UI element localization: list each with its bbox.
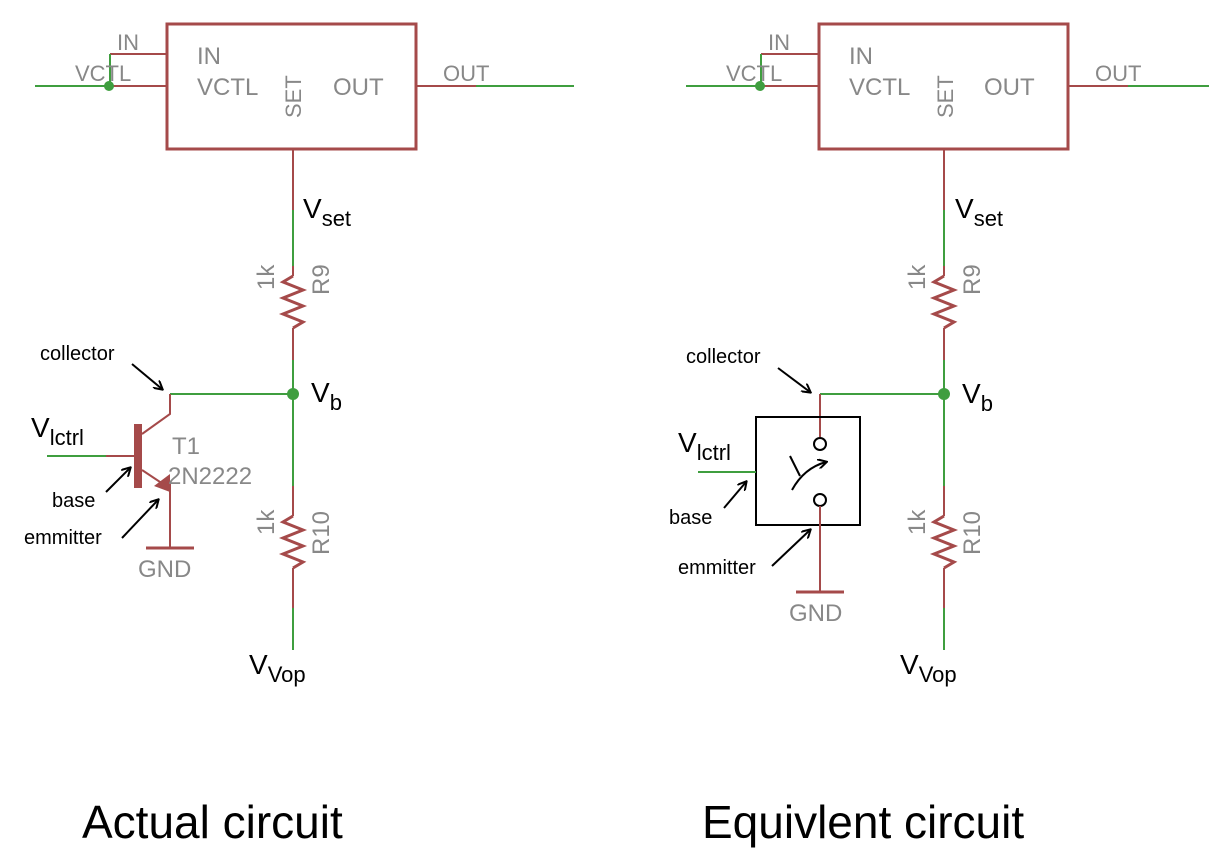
vctl-wire (35, 54, 111, 87)
net-in-label: IN (117, 30, 139, 55)
r9-name-label: R9 (308, 264, 335, 295)
vctl2-junction (755, 81, 765, 91)
emmitter2-arrow (771, 530, 810, 567)
caption-actual-circuit: Actual circuit (82, 796, 343, 848)
vb2-label: Vb (962, 378, 993, 416)
r10-value-label: 1k (253, 509, 280, 535)
vctl-junction (104, 81, 114, 91)
collector-annotation: collector (40, 343, 115, 365)
collector2-annotation: collector (686, 346, 761, 368)
emitter-arrow (154, 474, 170, 492)
r9-2-name-label: R9 (959, 264, 986, 295)
emmitter-annotation: emmitter (24, 527, 102, 549)
r10-name-label: R10 (308, 511, 335, 555)
base-arrow (105, 468, 130, 493)
switch-contact-bottom (813, 493, 827, 507)
switch-contact-top (813, 437, 827, 451)
ic2-pin-vctl-label: VCTL (849, 74, 910, 101)
net2-vctl-label: VCTL (726, 61, 782, 86)
vset2-label: Vset (955, 193, 1003, 231)
switch-lever (791, 462, 826, 491)
vb-junction (287, 388, 299, 400)
ic2-left-pins (761, 53, 819, 87)
r10-2-value-label: 1k (904, 509, 931, 535)
gnd-label: GND (138, 556, 191, 583)
vb2-junction (938, 388, 950, 400)
t1-name-label: T1 (172, 433, 200, 460)
r9-resistor-2 (929, 274, 959, 330)
vlctrl-label: Vlctrl (31, 412, 84, 450)
collector-arrow (131, 363, 162, 389)
caption-equivalent-circuit: Equivlent circuit (702, 796, 1024, 848)
net2-in-label: IN (768, 30, 790, 55)
ic2-pin-in-label: IN (849, 43, 873, 70)
equivalent-circuit: IN VCTL OUT SET IN VCTL OUT Vset 1k R9 V… (669, 22, 1209, 687)
vvop-label: VVop (249, 649, 306, 687)
ic-pin-vctl-label: VCTL (197, 74, 258, 101)
collector2-arrow (777, 367, 810, 392)
base2-arrow (723, 482, 746, 509)
base2-annotation: base (669, 507, 712, 529)
emmitter2-annotation: emmitter (678, 557, 756, 579)
net-vctl-label: VCTL (75, 61, 131, 86)
r9-2-value-label: 1k (904, 264, 931, 290)
vset-label: Vset (303, 193, 351, 231)
transistor-collector-lead (141, 394, 171, 435)
vvop2-label: VVop (900, 649, 957, 687)
r9-resistor (278, 274, 308, 330)
actual-circuit: IN VCTL OUT SET IN VCTL OUT Vset 1k R9 V… (24, 22, 574, 687)
r9-value-label: 1k (253, 264, 280, 290)
ic-pin-set-label: SET (281, 75, 306, 118)
net2-out-label: OUT (1095, 61, 1141, 86)
r10-resistor-2 (929, 514, 959, 570)
net-out-label: OUT (443, 61, 489, 86)
gnd2-label: GND (789, 600, 842, 627)
vb-label: Vb (311, 377, 342, 415)
ic2-pin-out-label: OUT (984, 74, 1035, 101)
base-annotation: base (52, 490, 95, 512)
t1-part-label: 2N2222 (168, 463, 252, 490)
ic-left-pins (110, 53, 167, 87)
switch-mark (789, 455, 801, 477)
transistor-base-bar (134, 424, 142, 488)
ic-pin-in-label: IN (197, 43, 221, 70)
vctl2-wire (686, 54, 762, 87)
r10-2-name-label: R10 (959, 511, 986, 555)
ic-pin-out-label: OUT (333, 74, 384, 101)
r10-resistor (278, 514, 308, 570)
emmitter-arrow (121, 500, 158, 539)
ic2-pin-set-label: SET (933, 75, 958, 118)
vlctrl2-label: Vlctrl (678, 427, 731, 465)
